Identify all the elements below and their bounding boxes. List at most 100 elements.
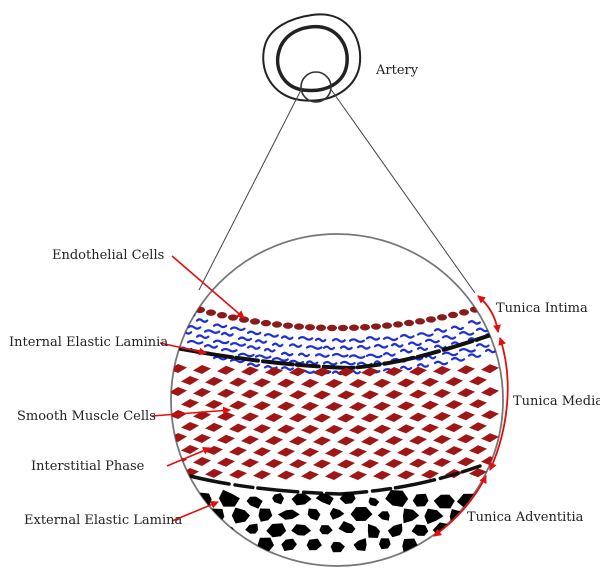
smooth-muscle-cell [385, 367, 403, 377]
adventitia-blob [377, 511, 390, 521]
smooth-muscle-cell [181, 445, 199, 455]
elastic-fiber [416, 332, 434, 337]
smooth-muscle-cell [253, 401, 271, 411]
smooth-muscle-cell [373, 447, 391, 457]
smooth-muscle-cell [385, 436, 403, 446]
elastic-fiber [433, 360, 449, 366]
smooth-muscle-cell-layer [171, 364, 499, 480]
smooth-muscle-cell [217, 388, 235, 398]
elastic-fiber [263, 347, 276, 353]
adventitia-blob [403, 508, 420, 524]
smooth-muscle-cell [433, 388, 451, 398]
elastic-fiber [399, 348, 413, 354]
endothelial-cell [415, 318, 425, 325]
smooth-muscle-cell [217, 434, 235, 444]
tunica-adventitia-label: Tunica Adventitia [467, 510, 584, 525]
smooth-muscle-cell [433, 457, 451, 467]
elastic-fiber [212, 323, 228, 329]
elastic-fiber [271, 357, 289, 362]
adventitia-blob [329, 507, 345, 520]
smooth-muscle-cell [253, 424, 271, 434]
smooth-muscle-cell [469, 468, 487, 478]
smooth-muscle-cell [265, 389, 283, 399]
smooth-muscle-cell [445, 423, 463, 433]
elastic-fiber [229, 326, 246, 332]
smooth-muscle-cell [313, 390, 331, 400]
tunica-media-label: Tunica Media [513, 394, 600, 409]
smooth-muscle-cell [229, 446, 247, 456]
endothelial-cell [261, 319, 271, 327]
elastic-fiber [407, 341, 422, 347]
smooth-muscle-cell [301, 447, 319, 457]
smooth-muscle-cell [421, 400, 439, 410]
adventitia-blob [350, 507, 373, 521]
smooth-muscle-cell [349, 378, 367, 388]
zoom-lines [198, 87, 476, 294]
smooth-muscle-cell [409, 412, 427, 422]
adventitia-blob [306, 538, 322, 551]
endothelial-cell [316, 324, 326, 331]
smooth-muscle-cell [289, 390, 307, 400]
endothelial-cell [250, 318, 260, 325]
tunica-adventitia-arrow [433, 475, 487, 537]
endothelial-cell [426, 316, 436, 323]
elastic-fiber [314, 337, 327, 343]
artery-label: Artery [375, 63, 419, 78]
smooth-muscle-cell [337, 413, 355, 423]
smooth-muscle-cell [205, 399, 223, 409]
elastic-fiber [348, 338, 365, 344]
adventitia-blob [339, 492, 356, 504]
smooth-muscle-cell [265, 458, 283, 468]
smooth-muscle-cell [253, 378, 271, 388]
smooth-muscle-cell [289, 367, 307, 377]
endothelial-cell [294, 323, 304, 330]
smooth-muscle-cell [301, 470, 319, 480]
adventitia-blob [197, 519, 218, 534]
adventitia-blob [353, 538, 367, 551]
adventitia-blob [367, 523, 380, 538]
smooth-muscle-cell [373, 470, 391, 480]
smooth-muscle-cell [241, 458, 259, 468]
elastic-fiber [246, 362, 261, 368]
elastic-fiber [399, 333, 415, 339]
smooth-muscle-cell [409, 366, 427, 376]
elastic-fiber [229, 341, 247, 347]
adventitia-blob [330, 541, 345, 553]
smooth-muscle-cell [229, 423, 247, 433]
elastic-fiber [263, 333, 279, 338]
elastic-fiber [467, 353, 482, 358]
smooth-muscle-cell [265, 366, 283, 376]
smooth-muscle-cell [229, 469, 247, 479]
smooth-muscle-cell [349, 401, 367, 411]
smooth-muscle-cell [325, 447, 343, 457]
endothelial-cell [349, 324, 359, 331]
elastic-fiber [195, 318, 209, 323]
elastic-fiber [373, 343, 389, 349]
endothelial-cell [272, 321, 282, 328]
right-layer-arrows [433, 295, 509, 537]
endothelial-cell [217, 311, 227, 319]
smooth-muscle-cell [277, 447, 295, 457]
adventitia-blob [449, 509, 468, 525]
internal-elastic-lamina-line [174, 330, 502, 371]
smooth-muscle-cell [253, 470, 271, 480]
adventitia-blob [411, 524, 429, 536]
smooth-muscle-cell [373, 378, 391, 388]
adventitia-blob [412, 493, 429, 507]
smooth-muscle-cell [349, 424, 367, 434]
smooth-muscle-cell [469, 376, 487, 386]
smooth-muscle-cell [361, 367, 379, 377]
elastic-fiber [424, 338, 440, 344]
elastic-fiber [280, 351, 294, 357]
smooth-muscle-cell [325, 401, 343, 411]
elastic-fiber [229, 358, 245, 364]
adventitia-blob [307, 508, 321, 521]
elastic-fiber [297, 336, 314, 341]
smooth-muscle-cell [397, 401, 415, 411]
smooth-muscle-cell [397, 447, 415, 457]
adventitia-blob [258, 508, 273, 522]
smooth-muscle-cell [445, 400, 463, 410]
smooth-muscle-cell [277, 424, 295, 434]
left-pointers [151, 255, 245, 522]
